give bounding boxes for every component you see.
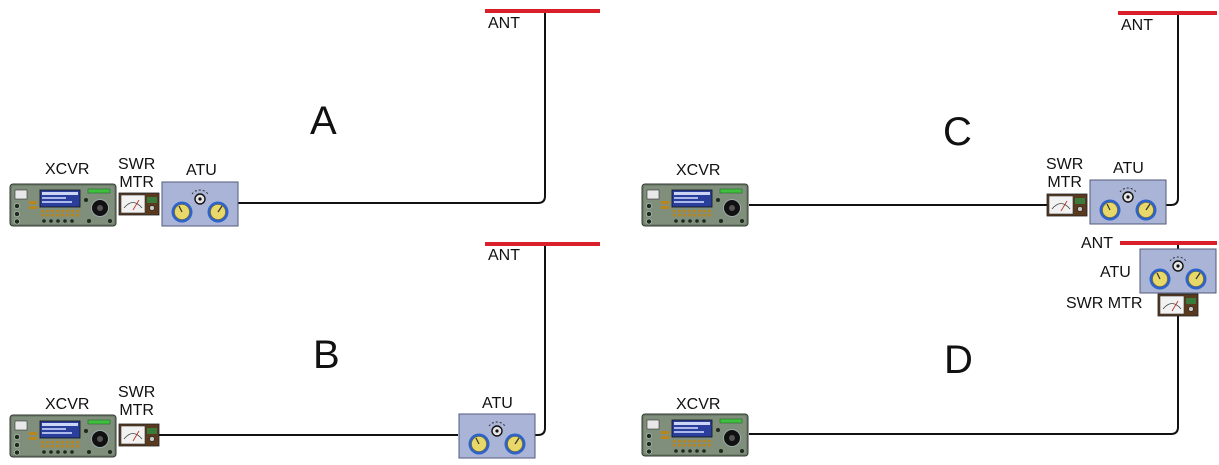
antenna-tuner-d — [1139, 248, 1217, 294]
transceiver-a — [9, 183, 117, 227]
swr-text-a: SWR — [118, 156, 156, 173]
panel-c — [641, 11, 1217, 227]
swr-mtr-label-d: SWR MTR — [1066, 295, 1143, 312]
mtr-text-a: MTR — [119, 174, 154, 191]
swr-meter-d — [1157, 293, 1199, 317]
transceiver-c — [641, 183, 749, 227]
feedline-b-ant — [535, 244, 546, 436]
swr-mtr-label-b: SWR MTR — [118, 384, 155, 420]
ant-label-b: ANT — [488, 247, 520, 264]
atu-label-c: ATU — [1113, 160, 1144, 177]
panel-a — [9, 9, 600, 227]
feedline-d — [749, 316, 1179, 435]
panel-d — [641, 241, 1217, 457]
feedline-c-ant — [1166, 13, 1179, 206]
xcvr-label-c: XCVR — [676, 162, 721, 179]
transceiver-b — [9, 414, 117, 458]
ant-label-c: ANT — [1121, 17, 1153, 34]
swr-text-b: SWR — [118, 384, 156, 401]
feedline-a — [238, 11, 546, 204]
ant-label-d: ANT — [1081, 235, 1113, 252]
panel-c-letter: C — [943, 110, 972, 154]
swr-meter-c — [1046, 193, 1088, 217]
swr-mtr-label-a: SWR MTR — [118, 156, 155, 192]
panel-d-letter: D — [944, 338, 973, 382]
atu-label-d: ATU — [1100, 264, 1131, 281]
swr-text-c: SWR — [1046, 156, 1084, 173]
mtr-text-b: MTR — [119, 402, 154, 419]
mtr-text-c: MTR — [1047, 174, 1082, 191]
atu-label-a: ATU — [186, 162, 217, 179]
antenna-tuner-c — [1089, 179, 1167, 225]
swr-meter-a — [118, 192, 160, 216]
panel-b — [9, 242, 600, 459]
swr-meter-b — [118, 423, 160, 447]
atu-label-b: ATU — [482, 395, 513, 412]
swr-mtr-label-c: SWR MTR — [1046, 156, 1083, 192]
transceiver-d — [641, 413, 749, 457]
ant-label-a: ANT — [488, 15, 520, 32]
antenna-tuner-a — [161, 181, 239, 227]
xcvr-label-a: XCVR — [45, 161, 90, 178]
antenna-tuner-b — [458, 413, 536, 459]
panel-a-letter: A — [310, 99, 337, 143]
xcvr-label-d: XCVR — [676, 396, 721, 413]
panel-b-letter: B — [313, 333, 340, 377]
xcvr-label-b: XCVR — [45, 396, 90, 413]
